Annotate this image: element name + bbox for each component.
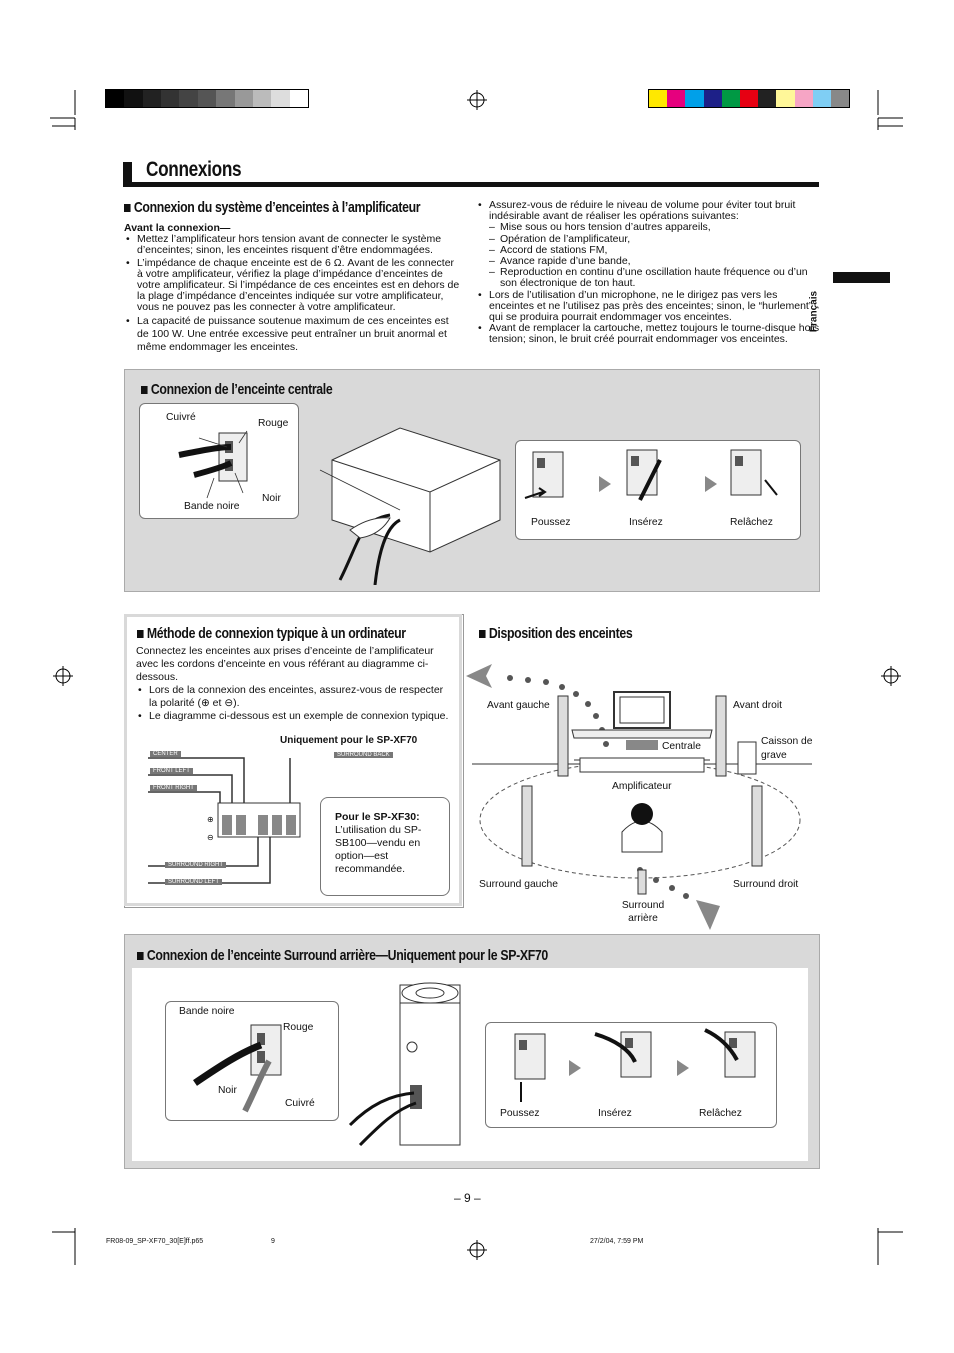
title-marker [123,162,132,186]
center-steps-illustration [524,449,778,501]
wire-surround-back: SURROUND BACK [334,752,393,758]
amp-section-title: Connexion du système d’enceintes à l’amp… [124,199,421,216]
label-surround-arriere: Surround arrière [621,900,665,924]
rear-speaker-illustration [348,982,461,1147]
xf30-note: Pour le SP-XF30: L’utilisation du SP-SB1… [335,811,443,876]
list-item: Avance rapide d’une bande, [476,255,820,267]
xf30-note-title: Pour le SP-XF30: [335,811,420,823]
center-wire-illustration [178,430,248,499]
label-noir: Noir [262,493,281,504]
label-bande-noire-rear: Bande noire [179,1006,235,1017]
label-avant-gauche: Avant gauche [487,700,550,711]
label-noir-rear: Noir [218,1085,237,1096]
footer-date: 27/2/04, 7:59 PM [590,1238,644,1245]
cmyk-color-bar [648,89,850,108]
side-tab-bar [833,272,890,283]
method-panel-border [124,614,462,906]
list-item: Mettez l’amplificateur hors tension avan… [124,233,460,256]
method-text: Connectez les enceintes aux prises d’enc… [136,645,454,723]
list-item: Lors de l’utilisation d’un microphone, n… [476,289,820,324]
list-item: Reproduction en continu d’une oscillatio… [476,267,820,290]
step-inserez: Insérez [629,517,663,528]
rear-step-poussez: Poussez [500,1108,540,1119]
list-item: Mise sous ou hors tension d’autres appar… [476,222,820,234]
wire-center: CENTER [150,751,181,757]
list-item: La capacité de puissance soutenue maximu… [124,315,460,354]
label-amplificateur: Amplificateur [612,781,672,792]
page-title: Connexions [146,158,242,181]
wire-front-right: FRONT RIGHT [150,785,197,791]
only-xf70-label: Uniquement pour le SP-XF70 [280,735,418,746]
label-surround-gauche: Surround gauche [479,879,559,890]
list-item: Accord de stations FM, [476,244,820,256]
gray-color-bar [105,89,309,108]
wire-surround-right: SURROUND RIGHT [165,862,226,868]
list-item: Le diagramme ci-dessous est un exemple d… [136,710,454,723]
label-rouge: Rouge [258,418,289,429]
method-section-title: Méthode de connexion typique à un ordina… [137,625,406,642]
list-item: L’impédance de chaque enceinte est de 6 … [124,257,460,314]
label-rouge-rear: Rouge [283,1022,314,1033]
footer-file: FR08-09_SP-XF70_30[E]ff.p65 [106,1238,204,1245]
plus-icon: ⊕ [207,815,214,824]
rear-step-relachez: Relâchez [699,1108,742,1119]
rear-step-inserez: Insérez [598,1108,632,1119]
amp-left-column: Avant la connexion— Mettez l’amplificate… [124,222,460,354]
wire-front-left: FRONT LEFT [150,768,193,774]
label-cuivre: Cuivré [166,412,196,423]
list-item: Opération de l’amplificateur, [476,233,820,245]
xf30-note-box [320,797,450,896]
label-bande-noire: Bande noire [184,501,240,512]
amp-subhead: Avant la connexion— [124,222,231,234]
wire-surround-left: SURROUND LEFT [165,879,223,885]
amp-right-column: Assurez-vous de réduire le niveau de vol… [476,199,820,346]
list-item: Assurez-vous de réduire le niveau de vol… [476,199,820,222]
center-section-title: Connexion de l’enceinte centrale [141,381,333,398]
method-intro: Connectez les enceintes aux prises d’enc… [136,645,434,683]
footer-page: 9 [271,1238,275,1245]
rear-section-title: Connexion de l’enceinte Surround arrière… [137,947,548,964]
page-number: – 9 – [454,1191,481,1205]
layout-section-title: Disposition des enceintes [479,625,633,642]
label-cuivre-rear: Cuivré [285,1098,315,1109]
method-wiring-diagram [148,757,301,884]
label-caisson: Caisson de grave [761,736,813,761]
title-rule [123,182,819,187]
step-poussez: Poussez [531,517,571,528]
center-speaker-illustration [319,427,501,585]
speaker-layout-diagram [466,664,812,930]
label-centrale: Centrale [662,741,701,752]
minus-icon: ⊖ [207,833,214,842]
label-surround-droit: Surround droit [733,879,799,890]
label-avant-droit: Avant droit [733,700,783,711]
rear-wire-illustration [193,1024,282,1113]
step-relachez: Relâchez [730,517,773,528]
xf30-note-body: L’utilisation du SP-SB100—vendu en optio… [335,824,422,875]
list-item: Lors de la connexion des enceintes, assu… [136,684,454,710]
amp-bullets: Mettez l’amplificateur hors tension avan… [124,233,460,354]
rear-steps-illustration [514,1028,756,1102]
list-item: Avant de remplacer la cartouche, mettez … [476,323,820,346]
